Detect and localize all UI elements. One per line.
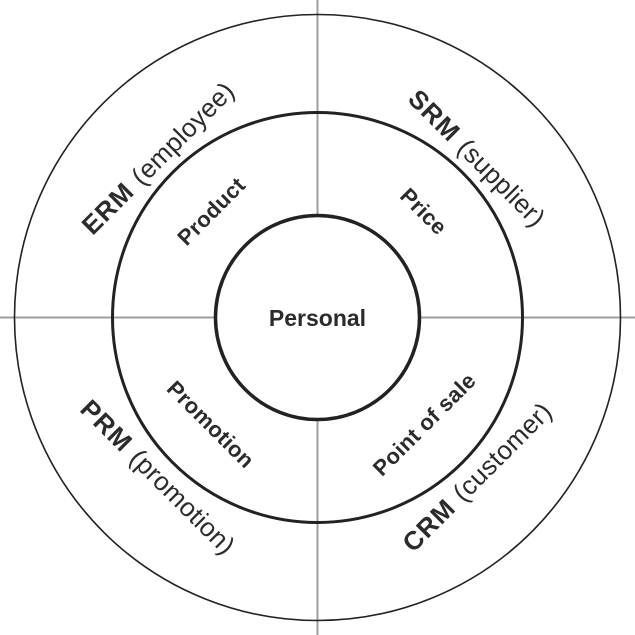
center-label: Personal	[269, 305, 366, 331]
inner-circle	[213, 213, 422, 422]
outer-circle	[13, 13, 622, 622]
middle-circle	[111, 111, 524, 524]
